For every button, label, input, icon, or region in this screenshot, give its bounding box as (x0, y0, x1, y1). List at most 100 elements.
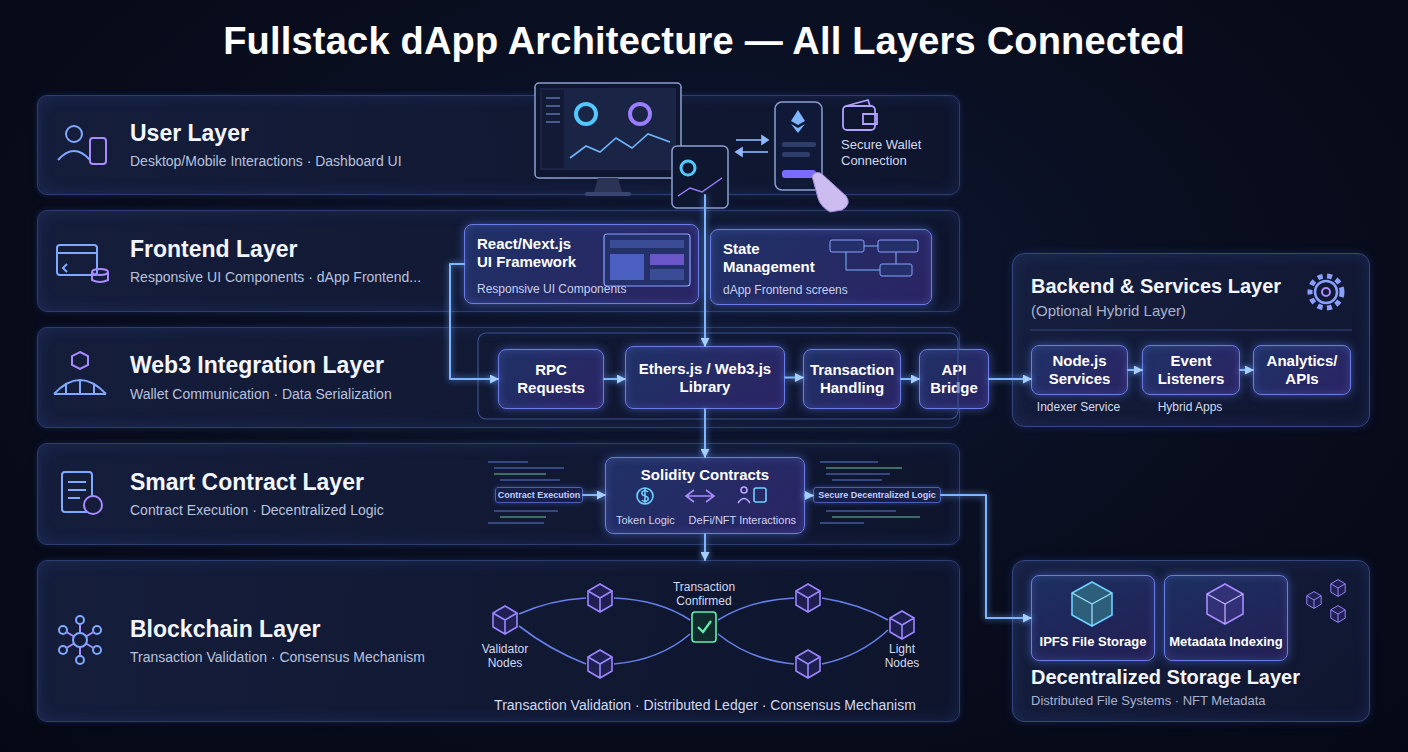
node-heading: State Management (723, 240, 835, 276)
node-heading: Metadata Indexing (1169, 634, 1282, 650)
phone-line (782, 152, 810, 157)
node-heading: Backend & Services Layer (1031, 274, 1281, 298)
layer-band: Blockchain LayerTransaction Validation ·… (37, 560, 960, 722)
process-box: RPC Requests (498, 349, 604, 409)
component-box: State Management dApp Frontend screens (710, 229, 932, 305)
storage-cubes (1307, 580, 1345, 623)
icon-part (76, 616, 84, 624)
eth-symbol (791, 110, 805, 133)
donut-chart (681, 161, 695, 175)
node-heading: Node.js Services (1036, 352, 1123, 388)
code-line (820, 522, 864, 524)
service-box: Node.js Services (1031, 345, 1128, 395)
code-line (488, 522, 544, 524)
arrow-head (762, 136, 768, 144)
state-box (878, 240, 918, 252)
token-icon (642, 488, 648, 504)
ipfs-icon (1072, 582, 1112, 626)
node-text: Distributed File Systems · NFT Metadata (1031, 693, 1266, 709)
connector (805, 495, 813, 497)
node-text: Transaction Validation · Consensus Mecha… (130, 649, 425, 666)
validator-node (588, 650, 612, 678)
service-box: Event Listeners (1142, 345, 1240, 395)
node-text: Wallet Communication · Data Serializatio… (130, 386, 392, 403)
node-text: Responsive UI Components · dApp Frontend… (130, 269, 421, 286)
backend-gear (1310, 276, 1342, 308)
light-node (796, 584, 820, 612)
contract-box: Solidity ContractsToken LogicDeFi/NFT In… (605, 457, 805, 534)
sync-arrows (736, 136, 768, 156)
node-heading: React/Next.js UI Framework (477, 235, 589, 271)
state-box (830, 240, 864, 252)
connector (989, 378, 1031, 380)
gear-teeth (1310, 276, 1342, 308)
network-link (519, 598, 586, 614)
monitor-stand (594, 178, 622, 192)
code-line (494, 467, 564, 469)
icon-part (72, 352, 88, 369)
layer-band: User LayerDesktop/Mobile Interactions · … (37, 95, 960, 195)
validator-node (493, 606, 517, 634)
code-line (826, 473, 890, 475)
connector (901, 378, 919, 380)
wallet-icon (843, 100, 877, 130)
node-heading: Contract Execution (498, 491, 581, 500)
layer-band: Web3 Integration LayerWallet Communicati… (37, 327, 960, 428)
layer-band: Frontend LayerResponsive UI Components ·… (37, 210, 960, 312)
state-illustration (830, 240, 918, 276)
icon-part (68, 482, 86, 498)
node-heading: User Layer (130, 120, 249, 148)
connector (941, 495, 1031, 618)
icon-part (62, 472, 92, 512)
blockchain-icon (59, 616, 101, 664)
integration-frame (478, 333, 958, 419)
process-box: Transaction Handling (803, 349, 901, 409)
gear-hub (1322, 288, 1330, 296)
icon-part (59, 646, 67, 654)
network-link (614, 598, 690, 620)
state-flow (846, 246, 896, 270)
monitor-base (585, 192, 631, 196)
wallet-flap (846, 100, 877, 124)
storage-box: IPFS File Storage (1031, 575, 1155, 661)
node-heading: API Bridge (924, 361, 984, 397)
frontend-icon (57, 245, 108, 282)
phone-illustration (775, 102, 848, 212)
node-text: dApp Frontend screens (723, 283, 848, 297)
node-heading: Secure Decentralized Logic (818, 491, 936, 500)
service-box: Analytics/ APIs (1253, 345, 1351, 395)
network-link (822, 598, 888, 620)
icon-part (76, 656, 84, 664)
arrow-line (736, 139, 764, 141)
donut-chart (576, 104, 596, 124)
connector (704, 195, 706, 346)
network-link (718, 634, 794, 664)
light-node (890, 611, 914, 639)
code-line (494, 473, 546, 475)
confirmed-block (692, 612, 716, 642)
node-text: Responsive UI Components (477, 282, 626, 296)
icon-part (92, 269, 108, 275)
gear-ring (1315, 281, 1337, 303)
tablet-frame (672, 146, 728, 208)
tag-pill: Contract Execution (495, 487, 583, 503)
ui-mock-part (610, 240, 684, 248)
ipfs-cube (1072, 582, 1112, 626)
arrow-line (740, 151, 768, 153)
connector (785, 377, 803, 379)
node-heading: Smart Contract Layer (130, 469, 364, 497)
component-box: React/Next.js UI FrameworkResponsive UI … (464, 224, 699, 304)
ui-mock-part (650, 269, 684, 280)
node-heading: Decentralized Storage Layer (1031, 665, 1300, 689)
node-heading: Solidity Contracts (641, 466, 769, 484)
process-box: API Bridge (919, 349, 989, 409)
layer-panel: Backend & Services Layer(Optional Hybrid… (1012, 253, 1370, 427)
icon-part (57, 245, 97, 275)
nft-icon (754, 488, 766, 502)
icon-part (84, 496, 102, 514)
connector (1240, 369, 1253, 371)
donut-chart (630, 104, 650, 124)
code-line (500, 516, 546, 518)
icon-part (63, 620, 97, 660)
layer-band: Smart Contract LayerContract Execution ·… (37, 443, 960, 545)
